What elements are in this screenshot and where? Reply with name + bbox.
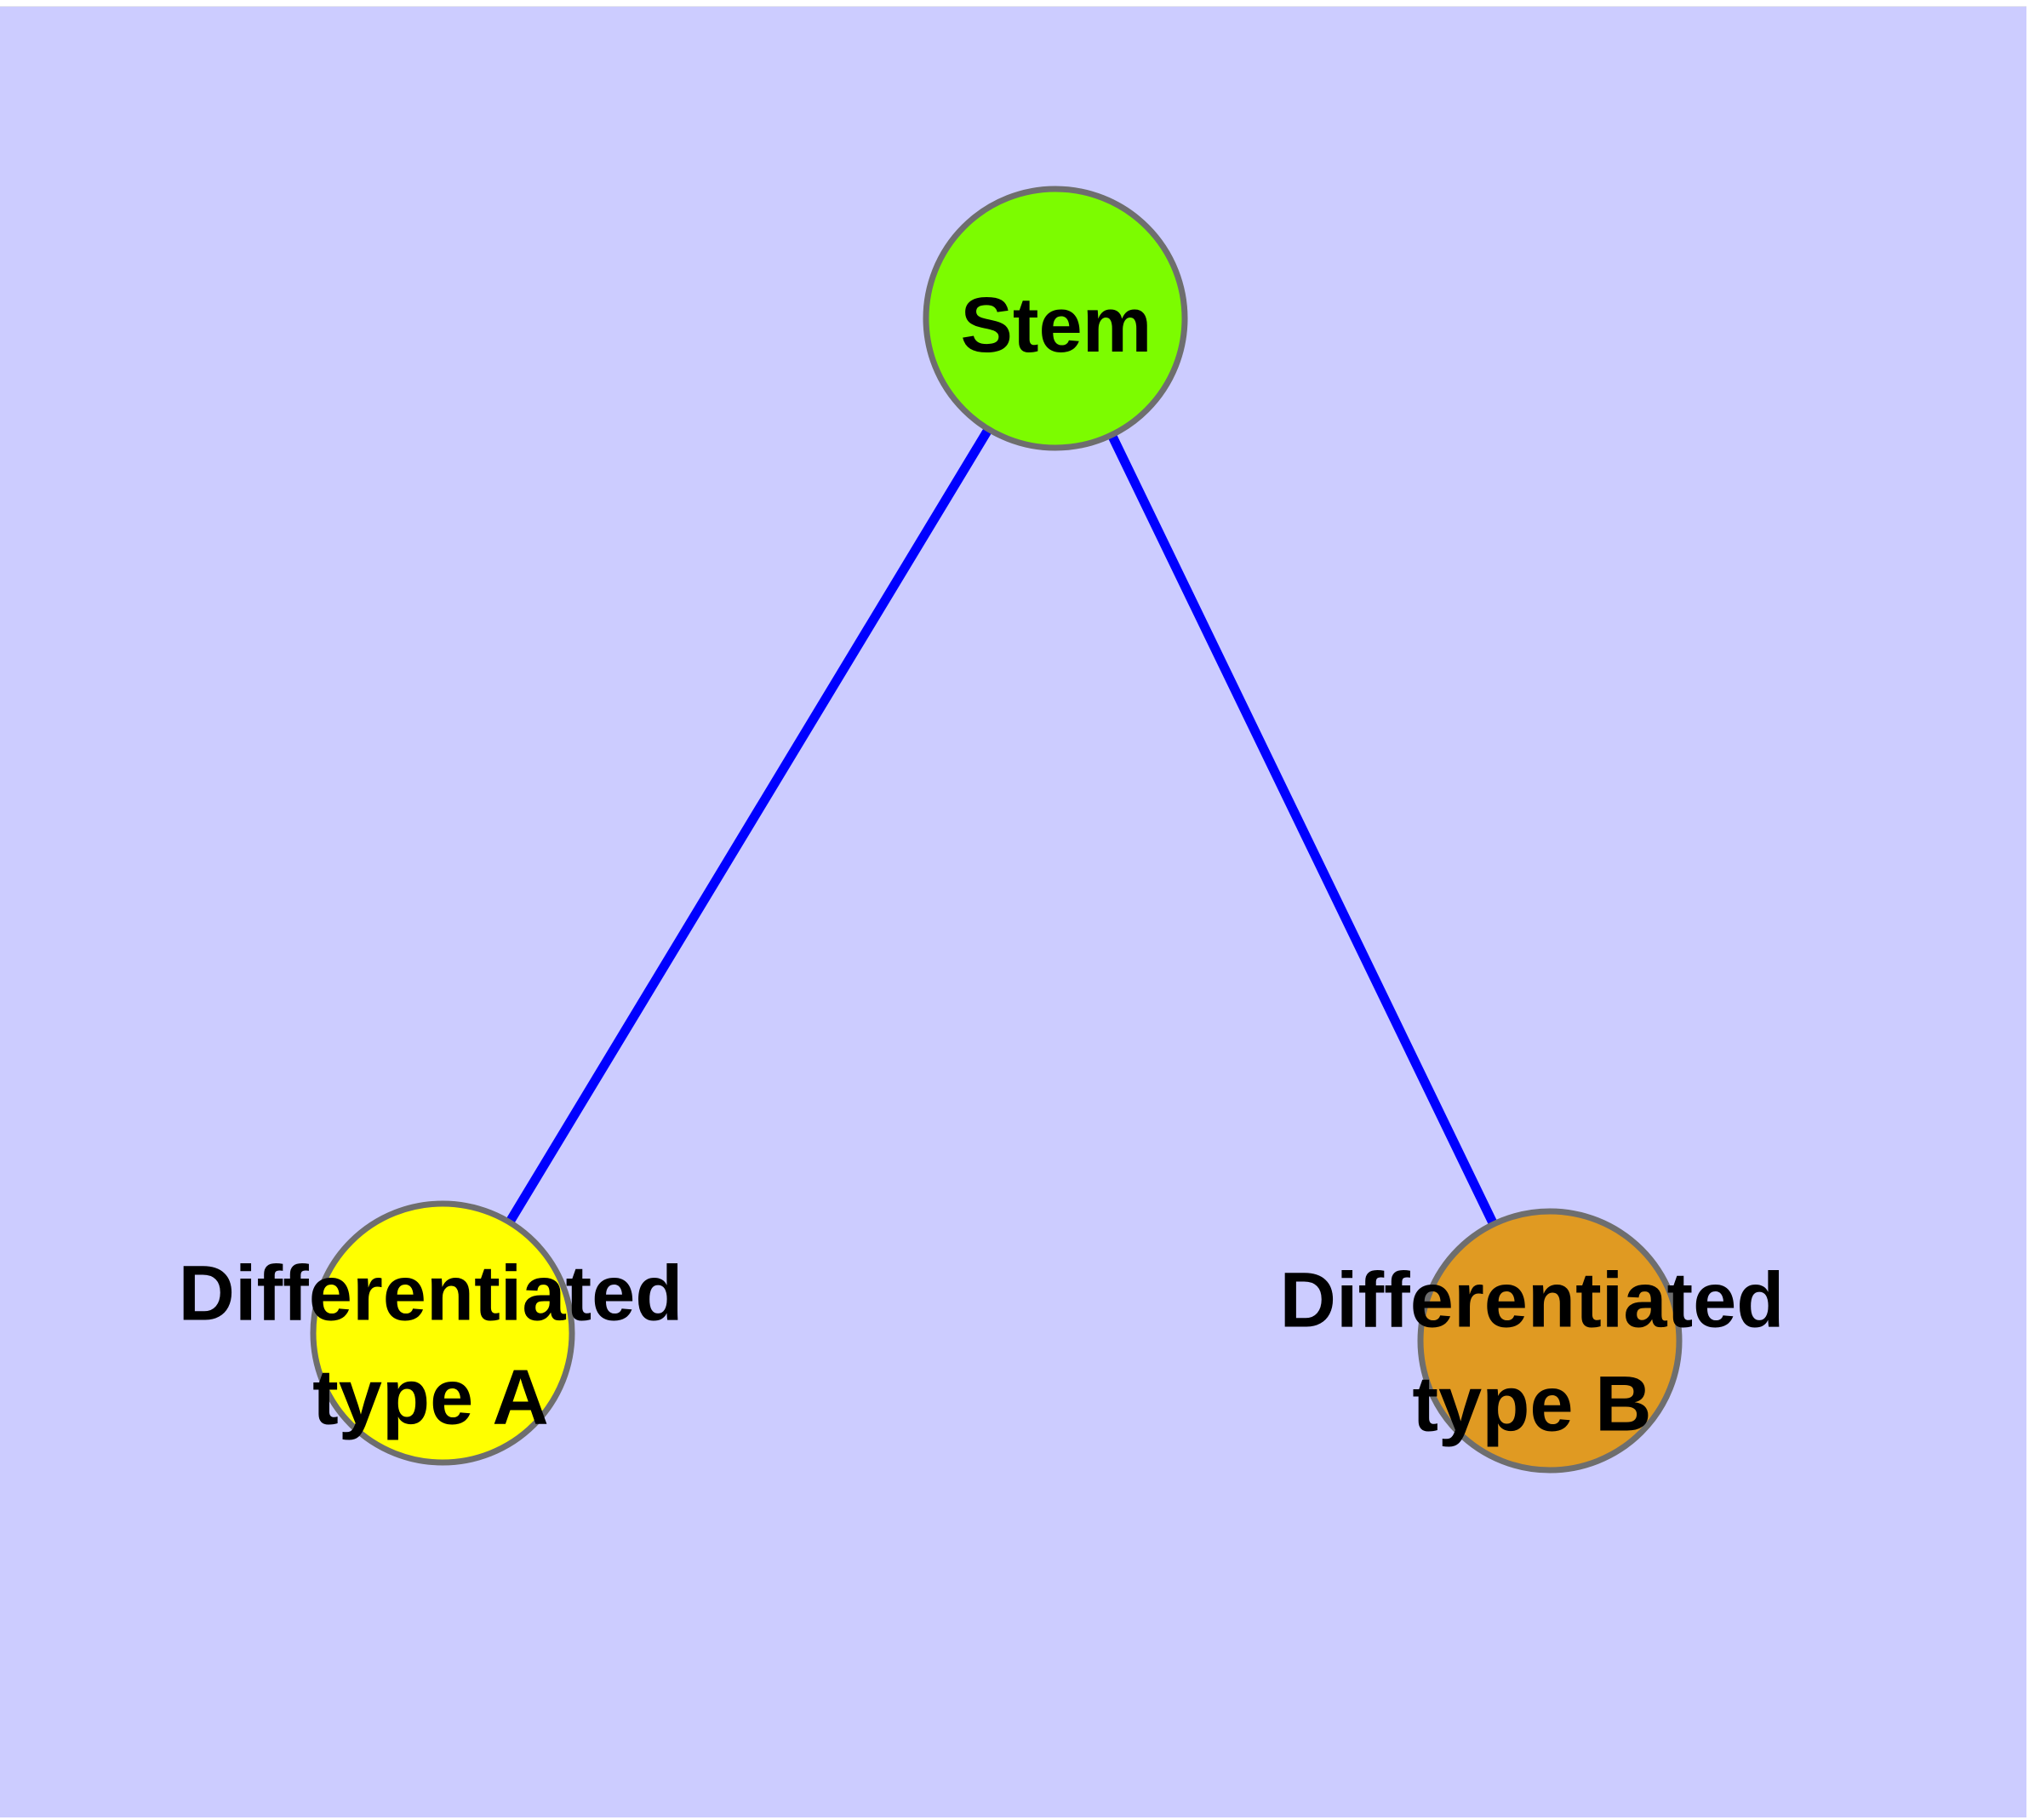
window-margin-top bbox=[0, 0, 2029, 7]
edge-stem-to-differentiated-type-b bbox=[1051, 316, 1554, 1343]
window-margin-bottom bbox=[0, 1817, 2029, 1820]
node-circle-stem bbox=[923, 186, 1188, 451]
node-circle-differentiated-type-b bbox=[1417, 1208, 1683, 1474]
window-margin-right bbox=[2026, 0, 2029, 1820]
node-circle-differentiated-type-a bbox=[310, 1200, 575, 1466]
edge-stem-to-differentiated-type-a bbox=[438, 316, 1060, 1336]
